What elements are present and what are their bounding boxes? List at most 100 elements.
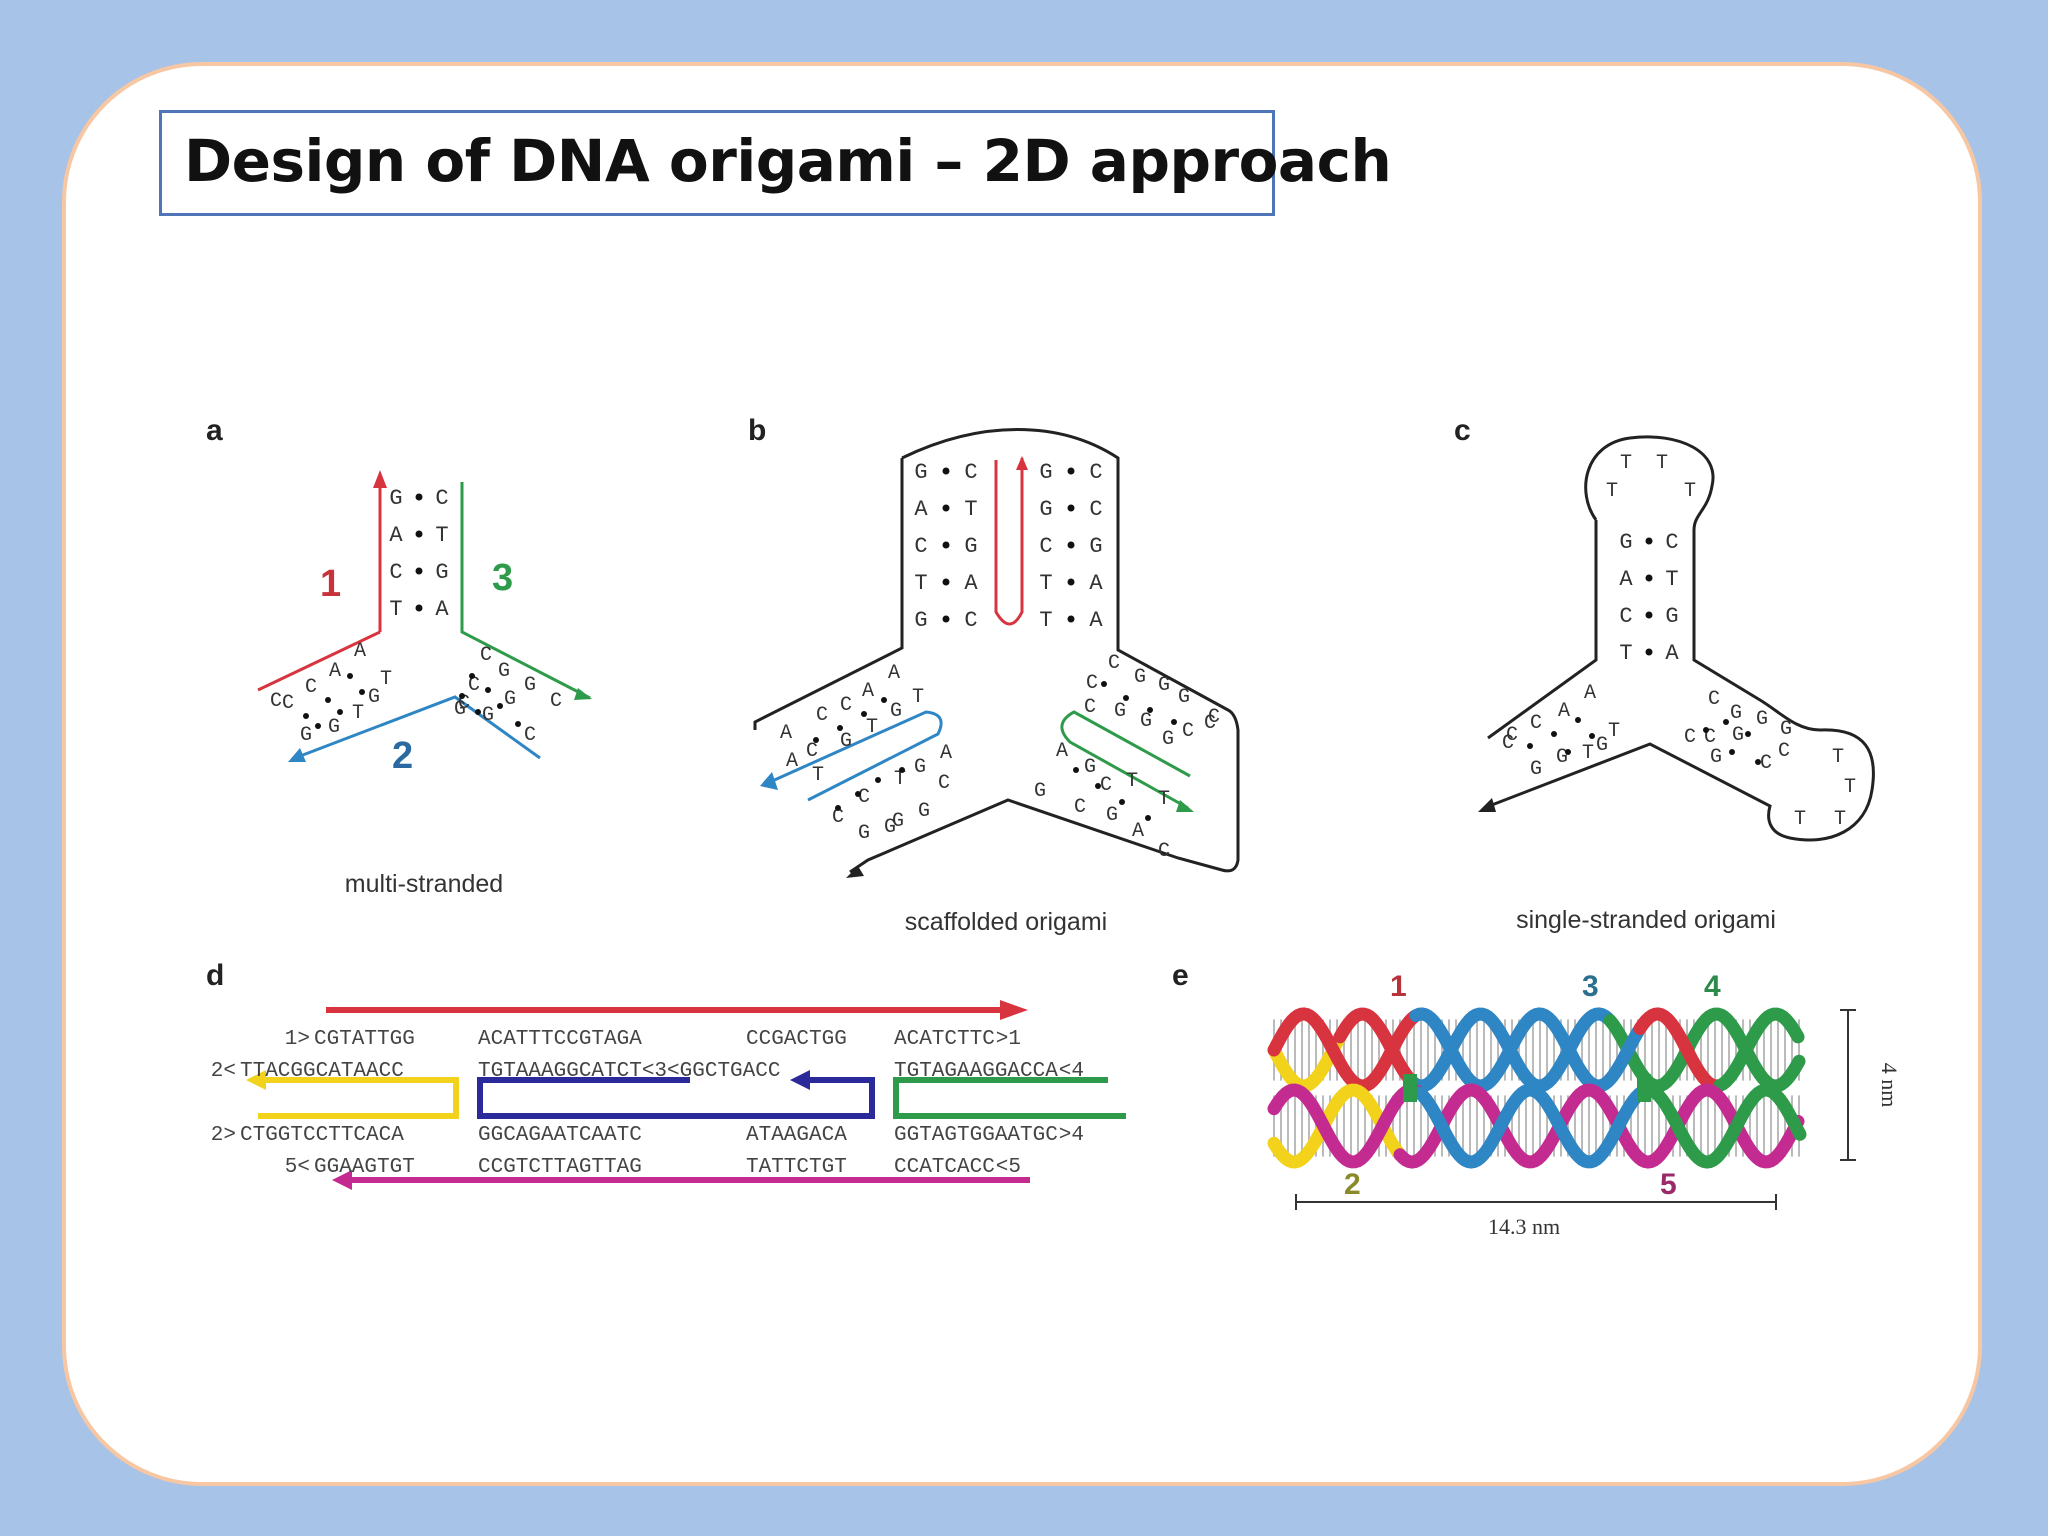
sequence-row-suffix: >4: [1059, 1124, 1084, 1147]
base-letter: C: [1074, 796, 1086, 819]
base-letter: C: [816, 704, 828, 727]
helix-strand-red: [1267, 1007, 1422, 1093]
sequence-segment: ACATCTTC: [894, 1028, 995, 1051]
base-pair-dot: [861, 711, 867, 717]
scaffold-outline: [849, 428, 1240, 874]
base-letter: T: [1834, 808, 1846, 831]
base-letter: G: [914, 756, 926, 779]
single-strand-arrowhead: [1478, 798, 1496, 812]
base-letter: G: [482, 704, 494, 727]
base-letter: T: [1844, 776, 1856, 799]
base-letter: A: [964, 571, 978, 596]
arrowhead-blue: [288, 748, 306, 762]
base-letter: C: [1100, 774, 1112, 797]
base-letter: C: [435, 486, 448, 511]
base-letter: G: [892, 810, 904, 833]
base-letter: T: [1620, 452, 1632, 475]
base-letter: C: [1530, 712, 1542, 735]
base-pair-dot: [415, 567, 423, 575]
base-pair-dot: [1703, 727, 1709, 733]
helix-label-5: 5: [1660, 1168, 1677, 1201]
base-pair-dot: [1645, 574, 1653, 582]
base-letter: G: [1732, 724, 1744, 747]
base-letter: G: [1089, 534, 1102, 559]
helix-strand-green: [1643, 1083, 1807, 1169]
panel-e-double-helix: e 1 3 4 2 5 14.3 nm 4 nm: [1172, 959, 1902, 1239]
base-letter: G: [454, 698, 466, 721]
sequence-row-prefix: 5<: [285, 1156, 310, 1179]
base-letter: T: [1794, 808, 1806, 831]
base-letter: C: [1084, 696, 1096, 719]
base-letter: A: [888, 662, 900, 685]
base-letter: G: [890, 700, 902, 723]
base-pair-dot: [1067, 541, 1075, 549]
caption-c: single-stranded origami: [1516, 906, 1776, 934]
base-letter: A: [862, 680, 874, 703]
strand-label-2: 2: [392, 735, 413, 777]
base-letter: C: [1665, 530, 1678, 555]
base-pair-dot: [1119, 799, 1125, 805]
base-letter: G: [1780, 718, 1792, 741]
sequence-segment: CGTATTGG: [314, 1028, 415, 1051]
base-letter: T: [380, 668, 392, 691]
base-letter: C: [1708, 688, 1720, 711]
sequence-segment: GGCAGAATCAATC: [478, 1124, 642, 1147]
base-pair-dot: [1551, 731, 1557, 737]
sequence-segment: TTACGGCATAACC: [240, 1060, 404, 1083]
base-letter: C: [964, 460, 977, 485]
helix-strand-red: [1333, 1007, 1422, 1091]
base-letter: T: [1684, 480, 1696, 503]
single-strand-outline-left: [1487, 520, 1598, 740]
base-pair-dot: [1067, 615, 1075, 623]
base-pair-dot: [347, 673, 353, 679]
base-pair-dot: [1073, 767, 1079, 773]
base-letter: C: [938, 772, 950, 795]
base-letter: G: [1039, 460, 1052, 485]
base-letter: C: [480, 644, 492, 667]
base-pair-dot: [1123, 695, 1129, 701]
base-letter: C: [1502, 732, 1514, 755]
base-letter: T: [1832, 746, 1844, 769]
base-letter: G: [300, 724, 312, 747]
base-pair-dot: [1645, 537, 1653, 545]
base-pair-dot: [942, 504, 950, 512]
base-letter: A: [1584, 682, 1596, 705]
base-letter: G: [504, 688, 516, 711]
base-pair-dot: [942, 467, 950, 475]
base-pair-dot: [1729, 749, 1735, 755]
base-letter: G: [914, 608, 927, 633]
base-letter: T: [1158, 788, 1170, 811]
base-letter: C: [1204, 712, 1216, 735]
base-letter: C: [914, 534, 927, 559]
base-letter: C: [1506, 724, 1518, 747]
base-letter: C: [1158, 840, 1170, 863]
base-letter: G: [1114, 700, 1126, 723]
helix-strand-yellow: [1267, 1030, 1347, 1093]
staple-red-hairpin: [994, 458, 1024, 626]
base-letter: C: [524, 724, 536, 747]
sequence-segment: GGTAGTGGAATGC: [894, 1124, 1058, 1147]
base-letter: G: [1556, 746, 1568, 769]
slide: [62, 62, 1982, 1486]
base-letter: C: [282, 692, 294, 715]
base-letter: A: [780, 722, 792, 745]
base-pair-dot: [515, 721, 521, 727]
base-pair-dot: [1575, 717, 1581, 723]
title-box: Design of DNA origami – 2D approach: [159, 110, 1392, 216]
base-letter: C: [858, 786, 870, 809]
base-pair-dot: [942, 578, 950, 586]
base-letter: G: [1710, 746, 1722, 769]
arrowhead-strand-1: [1000, 1000, 1028, 1020]
base-pair-dot: [1565, 749, 1571, 755]
base-letter: C: [1182, 720, 1194, 743]
strand-4-green: [893, 1077, 1126, 1119]
base-pair-dot: [1723, 719, 1729, 725]
base-pair-dot: [835, 805, 841, 811]
helix-label-4: 4: [1704, 970, 1721, 1003]
base-letter: G: [1084, 756, 1096, 779]
base-letter: C: [1108, 652, 1120, 675]
base-letter: T: [1039, 608, 1052, 633]
